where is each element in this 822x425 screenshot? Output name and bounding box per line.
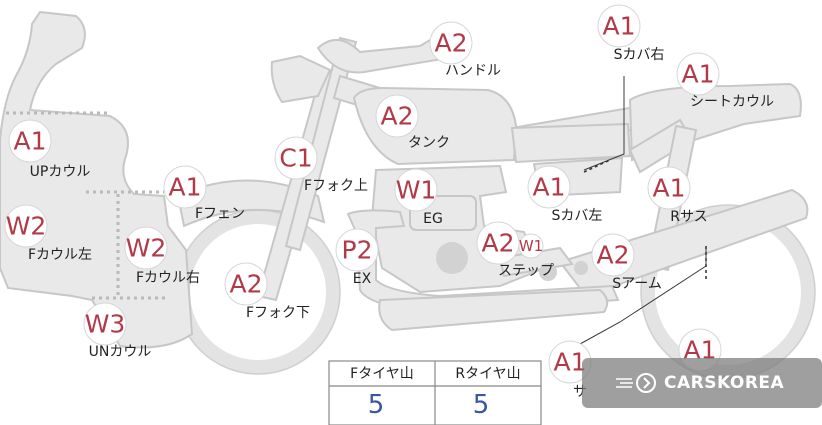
marker-scover-right[interactable]: A1 Sカバ右 <box>597 4 665 63</box>
marker-exhaust[interactable]: P2 EX <box>335 228 379 287</box>
marker-tank[interactable]: A2 タンク <box>375 94 450 151</box>
marker-rsus[interactable]: A1 Rサス <box>647 166 708 225</box>
marker-swingarm[interactable]: A2 Sアーム <box>591 233 662 292</box>
marker-code: A1 <box>602 12 635 41</box>
marker-code: A2 <box>380 102 413 131</box>
marker-label: UPカウル <box>30 164 91 180</box>
marker-label: Fフォク上 <box>304 178 368 194</box>
bike-silhouette <box>0 10 816 380</box>
marker-circle <box>375 94 419 138</box>
marker-circle <box>8 119 52 163</box>
headlight-shape <box>270 54 332 104</box>
marker-circle <box>224 262 268 306</box>
marker-circle <box>647 166 691 210</box>
front-tire-header: Fタイヤ山 <box>350 366 414 382</box>
marker-code: A1 <box>13 127 46 156</box>
marker-label: Sアーム <box>612 276 662 292</box>
marker-ffender[interactable]: A1 Fフェン <box>163 165 245 222</box>
exhaust-shape <box>346 209 620 314</box>
marker-fcowl-right[interactable]: W2 Fカウル右 <box>124 226 200 286</box>
marker-code: W3 <box>85 310 126 339</box>
step-peg-1 <box>539 263 557 281</box>
marker-label: Rサス <box>670 209 707 225</box>
marker-code: W2 <box>126 234 167 263</box>
marker-code: W1 <box>396 176 437 205</box>
marker-code: A2 <box>434 29 467 58</box>
marker-upcowl[interactable]: A1 UPカウル <box>8 119 91 180</box>
marker-circle <box>597 4 641 48</box>
brand-logo-icon <box>616 373 656 393</box>
marker-circle <box>83 302 127 346</box>
tire-tread-table: Fタイヤ山 Rタイヤ山 5 5 <box>328 360 542 425</box>
marker-circle <box>335 228 379 272</box>
marker-step[interactable]: A2 W1 ステップ <box>476 221 554 279</box>
marker-label: Fカウル右 <box>136 270 200 286</box>
marker-label: Fフォク下 <box>246 305 310 321</box>
brand-banner <box>582 358 822 408</box>
marker-circle <box>429 21 473 65</box>
marker-label: シートカウル <box>690 94 774 110</box>
marker-label: Fフェン <box>195 206 245 222</box>
marker-code: C1 <box>279 144 312 173</box>
marker-code: A1 <box>652 174 685 203</box>
marker-ffork-upper[interactable]: C1 Fフォク上 <box>274 136 368 194</box>
marker-circle-small <box>518 233 544 259</box>
side-cover-right-shape <box>510 122 632 164</box>
rear-tire-value: 5 <box>473 390 490 420</box>
marker-scover-left[interactable]: A1 Sカバ左 <box>527 165 603 224</box>
marker-circle <box>394 168 438 212</box>
marker-code: P2 <box>342 236 373 265</box>
marker-code: A2 <box>481 229 514 258</box>
marker-code: W2 <box>6 212 47 241</box>
marker-side-lower[interactable]: A1 サ <box>548 340 592 400</box>
marker-label: EX <box>353 271 372 287</box>
leader-lower <box>579 246 707 345</box>
marker-code: A2 <box>229 270 262 299</box>
rear-tire-header: Rタイヤ山 <box>455 366 520 382</box>
marker-circle <box>124 226 168 270</box>
marker-code: A1 <box>532 173 565 202</box>
leader-scover-right-dash <box>583 159 611 173</box>
marker-label: UNカウル <box>89 344 152 360</box>
engine-case-circle <box>436 242 468 274</box>
marker-label: Sカバ右 <box>614 47 665 63</box>
brand-name: CARSKOREA <box>664 373 785 393</box>
marker-code: A1 <box>681 60 714 89</box>
marker-code: A2 <box>596 241 629 270</box>
marker-circle <box>163 165 207 209</box>
marker-seatcowl[interactable]: A1 シートカウル <box>676 52 774 110</box>
marker-ffork-lower[interactable]: A2 Fフォク下 <box>224 262 310 321</box>
marker-code: A1 <box>553 348 586 377</box>
marker-circle <box>4 204 48 248</box>
marker-circle <box>676 52 720 96</box>
marker-circle <box>274 136 318 180</box>
marker-code-secondary: W1 <box>519 237 543 255</box>
marker-fcowl-left[interactable]: W2 Fカウル左 <box>4 204 92 263</box>
marker-label: ステップ <box>498 263 554 279</box>
marker-handle[interactable]: A2 ハンドル <box>429 21 501 79</box>
leader-scover-right <box>583 76 625 171</box>
marker-uncowl[interactable]: W3 UNカウル <box>83 302 152 360</box>
marker-code: A1 <box>168 173 201 202</box>
marker-label: ハンドル <box>445 63 501 79</box>
marker-circle <box>591 233 635 277</box>
marker-label: タンク <box>408 135 450 151</box>
marker-label: Fカウル左 <box>28 247 92 263</box>
marker-label: Sカバ左 <box>552 208 603 224</box>
marker-engine[interactable]: W1 EG <box>394 168 443 227</box>
step-peg-2 <box>574 261 588 275</box>
exhaust-muffler <box>378 288 609 332</box>
brand-watermark: CARSKOREA <box>582 358 822 408</box>
marker-label: EG <box>423 211 443 227</box>
marker-circle <box>527 165 571 209</box>
front-tire-value: 5 <box>368 390 385 420</box>
